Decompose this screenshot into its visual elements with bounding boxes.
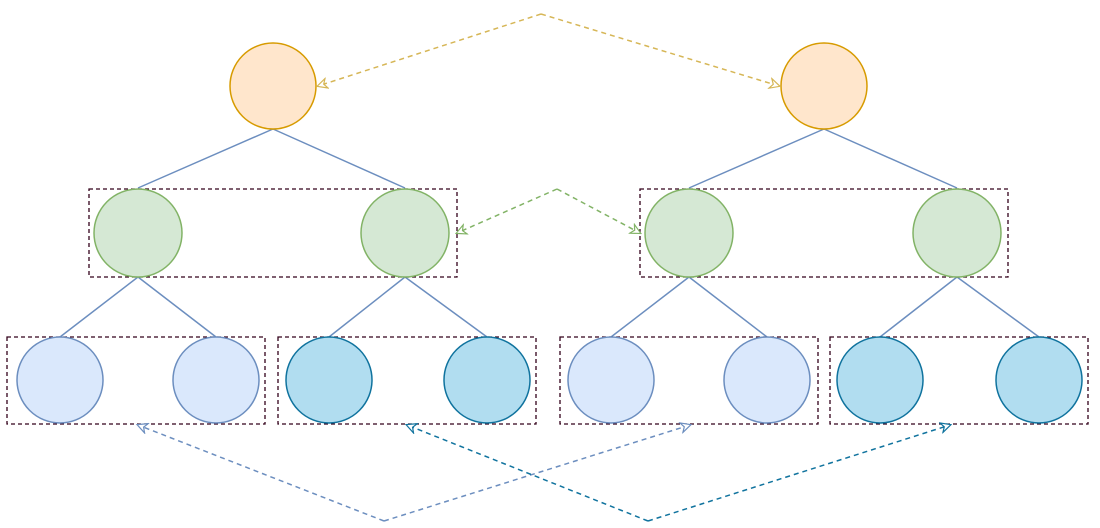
edge-root-mid1-left xyxy=(137,128,274,189)
left-mid2-node xyxy=(360,188,450,278)
edge-mid2-leaf4-right xyxy=(956,276,1040,338)
correspondence-links xyxy=(138,13,950,522)
right-tree-edges xyxy=(610,128,1040,338)
light-leaf-link-to-left xyxy=(138,425,385,522)
left-leaf3-node xyxy=(285,336,373,424)
edge-mid1-leaf1-right xyxy=(610,276,690,338)
edge-mid1-leaf2-left xyxy=(137,276,217,338)
root-link-to-left xyxy=(318,13,542,86)
edge-mid1-leaf2-right xyxy=(688,276,768,338)
left-leaf1-node xyxy=(16,336,104,424)
edge-mid2-leaf3-left xyxy=(328,276,406,338)
mid-link-to-right xyxy=(556,188,640,233)
edge-mid1-leaf1-left xyxy=(59,276,139,338)
light-leaf-link-to-right xyxy=(383,425,690,522)
edge-root-mid1-right xyxy=(688,128,825,189)
group-box-leaf-light-right xyxy=(559,336,819,425)
edge-mid2-leaf4-left xyxy=(404,276,488,338)
edge-mid2-leaf3-right xyxy=(879,276,958,338)
right-mid1-node xyxy=(644,188,734,278)
right-leaf3-node xyxy=(836,336,924,424)
left-tree-edges xyxy=(59,128,488,338)
edge-root-mid2-left xyxy=(272,128,406,189)
group-box-mid-left xyxy=(88,188,458,278)
group-box-leaf-light-left xyxy=(6,336,266,425)
left-root-node xyxy=(229,42,317,130)
group-box-leaf-dark-right xyxy=(829,336,1089,425)
right-root-node xyxy=(780,42,868,130)
dark-leaf-link-to-left xyxy=(407,425,649,522)
right-tree-nodes xyxy=(567,42,1083,424)
right-leaf4-node xyxy=(995,336,1083,424)
left-leaf2-node xyxy=(172,336,260,424)
left-tree-nodes xyxy=(16,42,531,424)
left-mid1-node xyxy=(93,188,183,278)
right-leaf1-node xyxy=(567,336,655,424)
left-leaf4-node xyxy=(443,336,531,424)
group-box-leaf-dark-left xyxy=(277,336,537,425)
root-link-to-right xyxy=(540,13,779,86)
right-mid2-node xyxy=(912,188,1002,278)
right-leaf2-node xyxy=(723,336,811,424)
mid-link-to-left xyxy=(457,188,558,233)
edge-root-mid2-right xyxy=(823,128,958,189)
dark-leaf-link-to-right xyxy=(647,425,950,522)
